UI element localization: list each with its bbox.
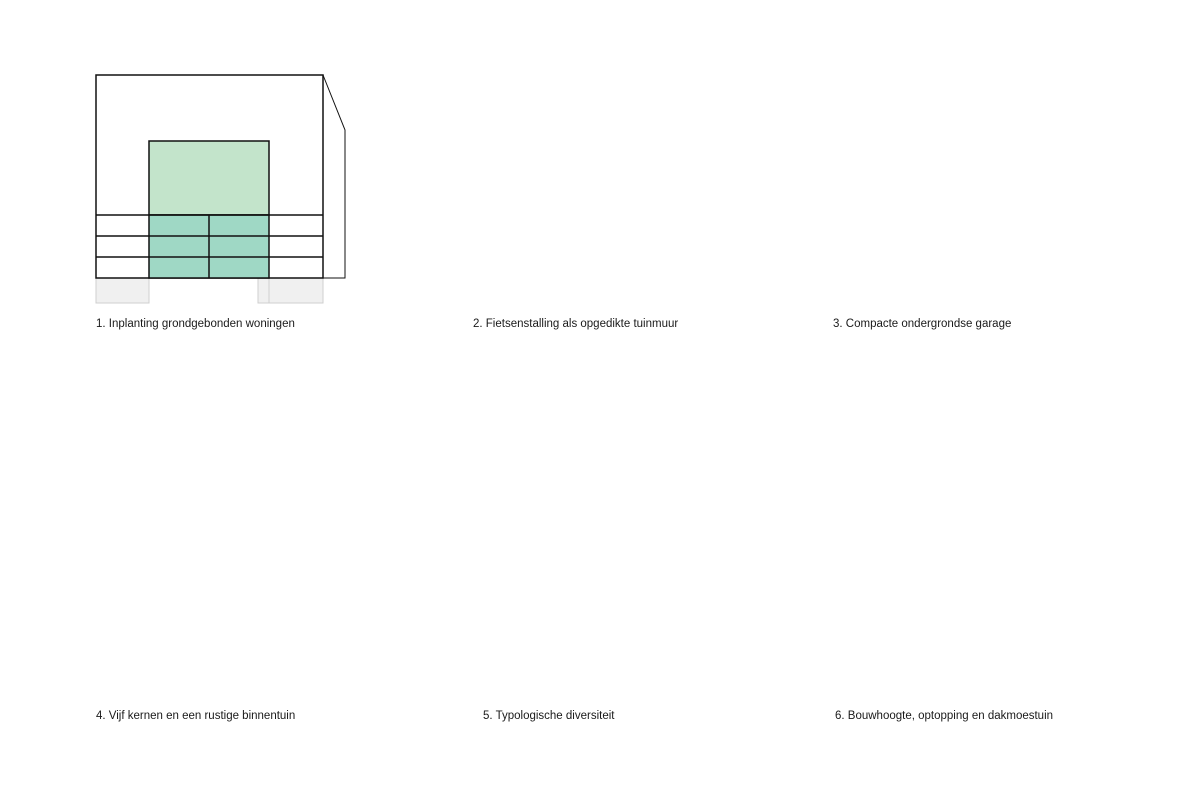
caption-panel-4: 4. Vijf kernen en een rustige binnentuin	[96, 710, 296, 722]
paving-left	[95, 277, 150, 304]
courtyard-green	[148, 140, 270, 216]
caption-panel-2: 2. Fietsenstalling als opgedikte tuinmuu…	[473, 318, 679, 330]
caption-panel-1: 1. Inplanting grondgebonden woningen	[96, 318, 295, 330]
panel-1-inplanting	[95, 74, 346, 304]
caption-panel-6: 6. Bouwhoogte, optopping en dakmoestuin	[835, 710, 1054, 722]
site-boundary	[322, 74, 346, 279]
caption-panel-5: 5. Typologische diversiteit	[483, 710, 615, 722]
caption-panel-3: 3. Compacte ondergrondse garage	[833, 318, 1012, 330]
paving-right	[257, 277, 324, 304]
